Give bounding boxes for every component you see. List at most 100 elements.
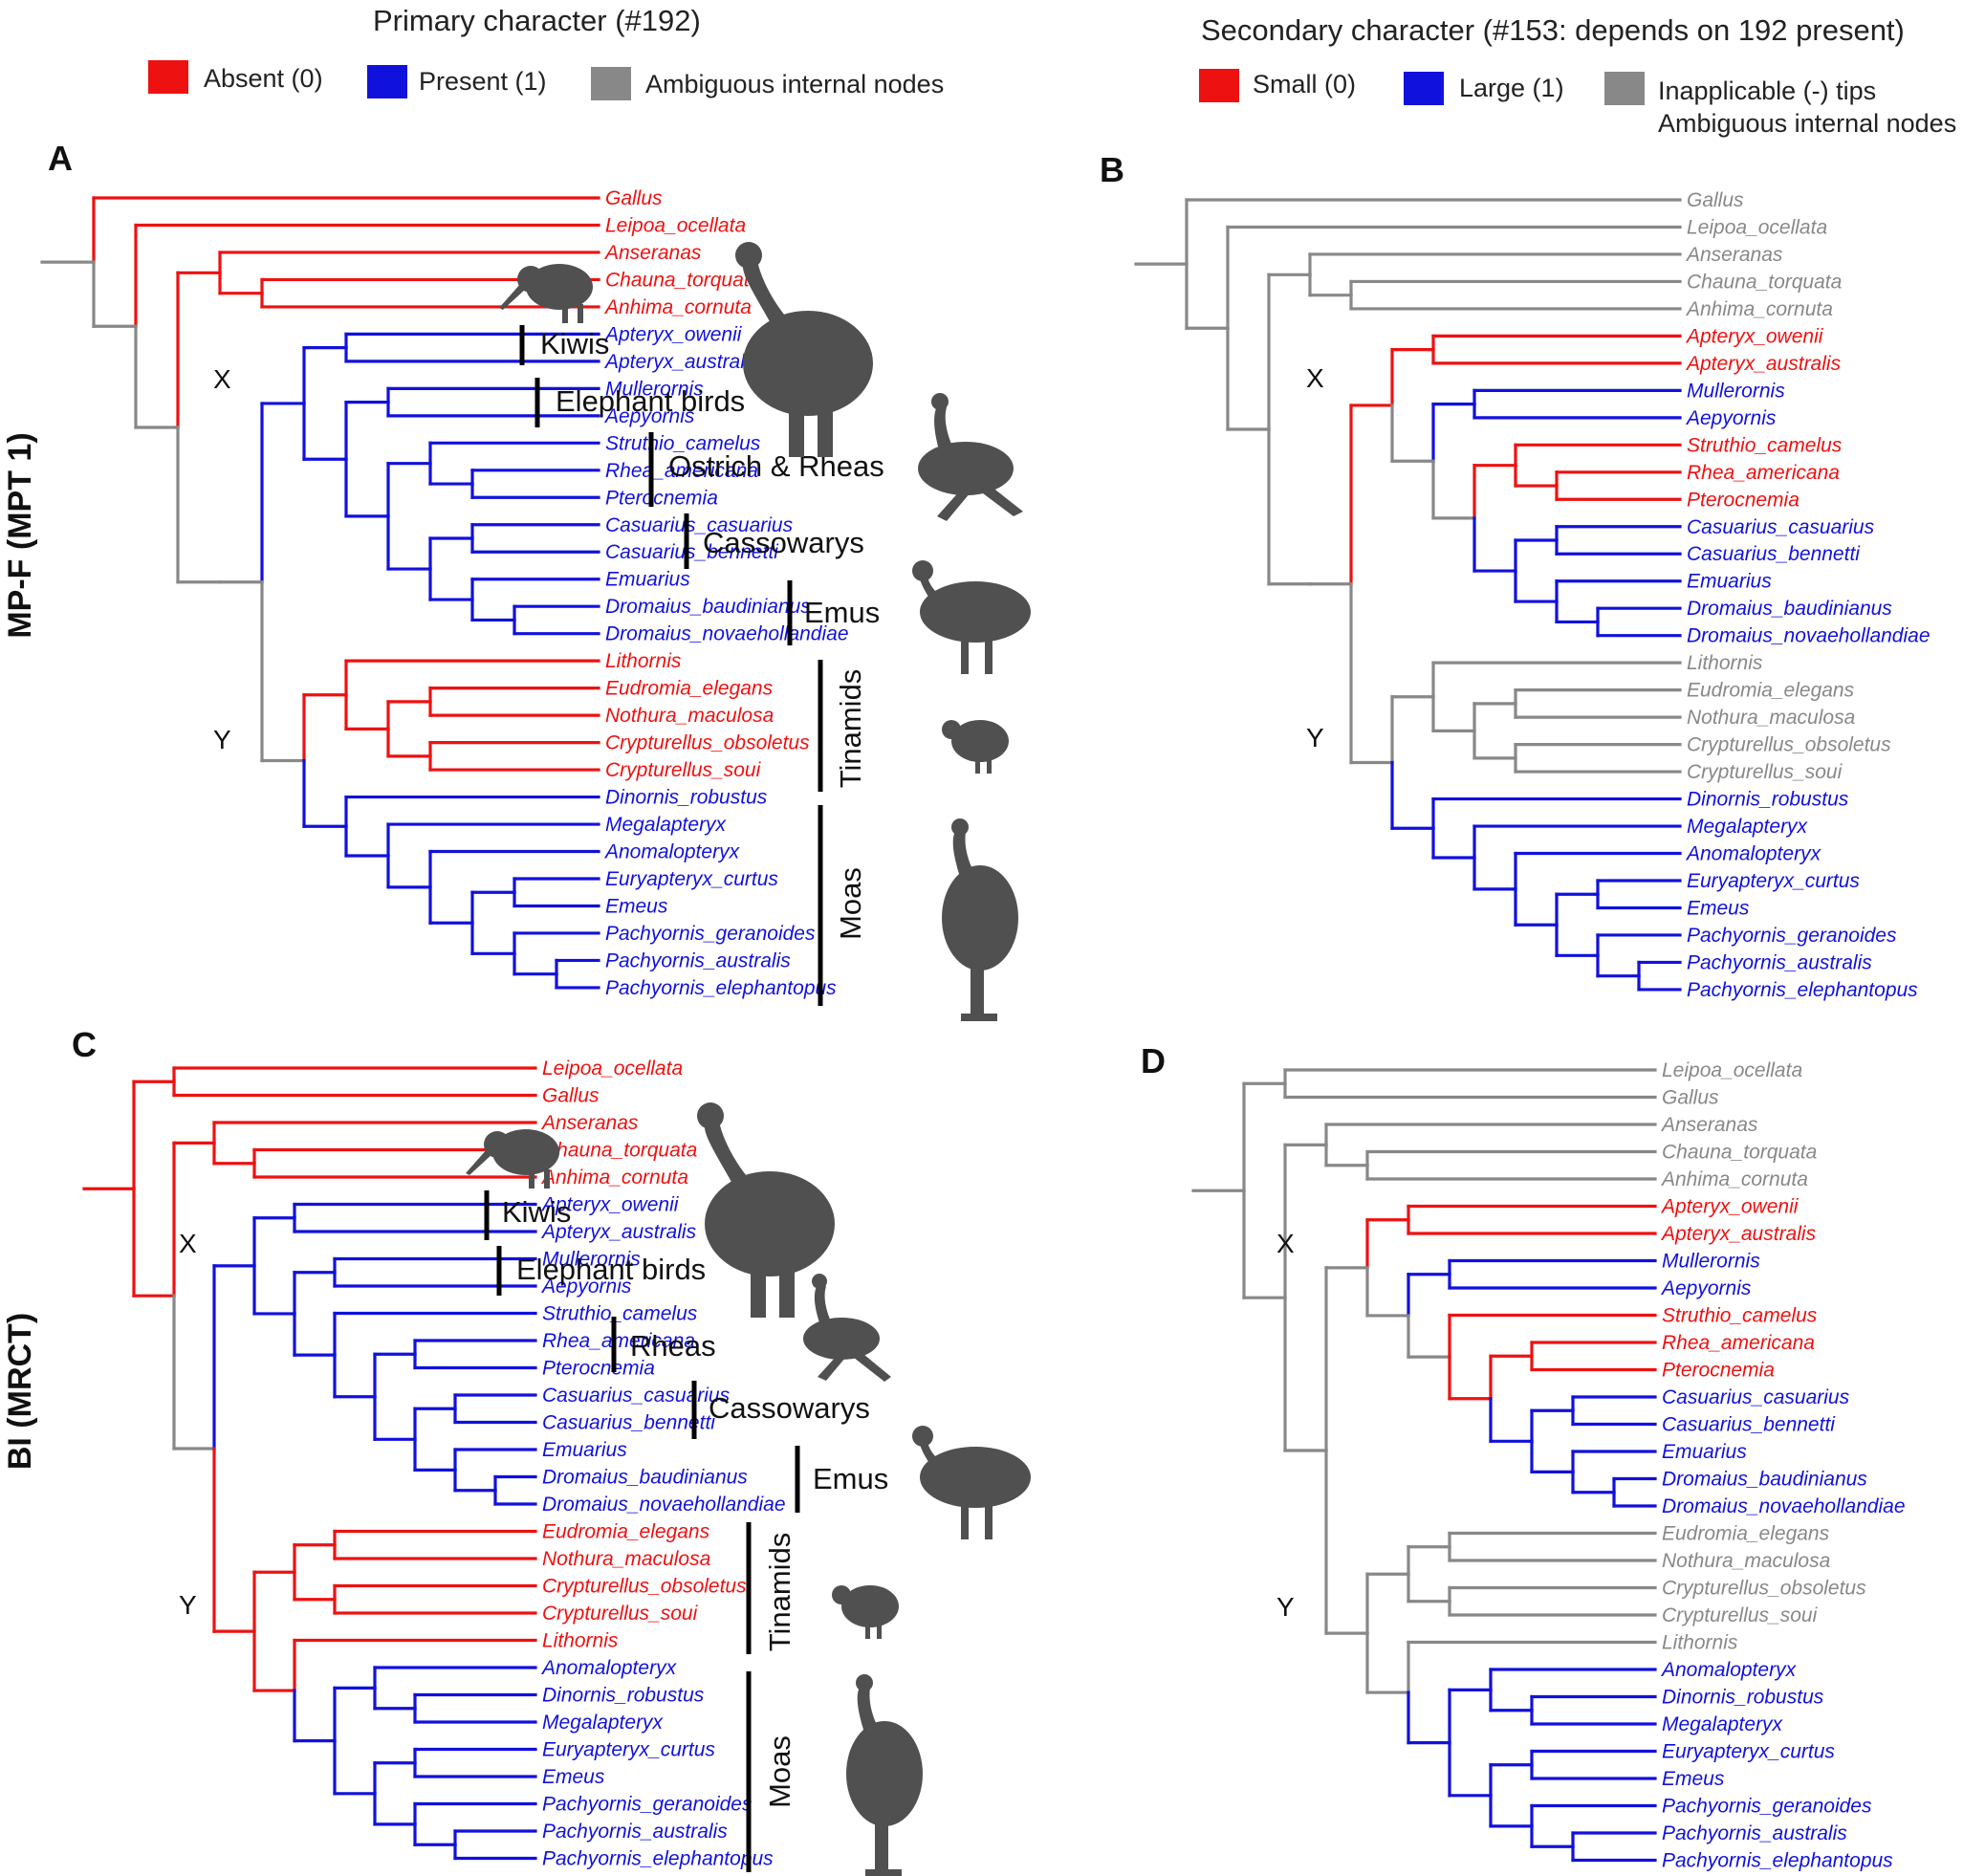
taxon-label: Nothura_maculosa [1662,1550,1830,1572]
taxon-label: Casuarius_bennetti [605,541,779,563]
taxon-label: Struthio_camelus [1687,434,1843,456]
emu-silhouette [912,560,1031,674]
taxon-label: Rhea_americana [605,460,758,482]
taxon-label: Eudromia_elegans [542,1521,710,1543]
taxon-label: Chauna_torquata [542,1140,697,1162]
taxon-label: Casuarius_casuarius [542,1385,731,1407]
clade-label-emus-c: Emus [813,1462,888,1495]
taxon-label: Crypturellus_soui [1687,761,1843,783]
legend-label-large: Large (1) [1459,74,1564,102]
taxon-label: Megalapteryx [1687,816,1809,838]
taxon-label: Mullerornis [542,1249,641,1271]
taxon-label: Emuarius [1662,1441,1747,1463]
taxon-label: Euryapteryx_curtus [605,868,778,890]
taxon-label: Aepyornis [1660,1277,1752,1299]
taxon-label: Anseranas [540,1112,639,1134]
tree-panel-d: Leipoa_ocellataGallusAnseranasChauna_tor… [1191,1059,1906,1872]
clade-label-tinamids: Tinamids [834,669,867,789]
taxon-label: Dromaius_baudinianus [1687,598,1892,620]
taxon-label: Dinornis_robustus [1662,1687,1824,1709]
taxon-label: Pterocnemia [1662,1360,1775,1382]
taxon-label: Struthio_camelus [605,432,761,454]
taxon-label: Mullerornis [1687,380,1785,402]
taxon-label: Megalapteryx [605,814,728,836]
taxon-label: Casuarius_casuarius [605,514,794,536]
clade-label-kiwis-c: Kiwis [502,1195,571,1229]
moa-silhouette [942,818,1018,1021]
taxon-label: Emuarius [542,1439,627,1461]
emu-silhouette-c [912,1426,1031,1539]
taxon-label: Eudromia_elegans [1687,680,1855,702]
taxon-label: Crypturellus_obsoletus [1687,734,1891,756]
clade-label-elephant-birds: Elephant birds [556,384,745,418]
clade-label-cassowarys-c: Cassowarys [709,1391,870,1425]
legend-swatch-large [1404,72,1444,105]
tree-panel-b: GallusLeipoa_ocellataAnseranasChauna_tor… [1134,189,1930,1001]
taxon-label: Pachyornis_elephantopus [1687,979,1918,1001]
taxon-label: Leipoa_ocellata [1662,1059,1802,1081]
legend-swatch-inapplicable [1604,72,1645,105]
tinamou-silhouette [942,720,1009,774]
taxon-label: Chauna_torquata [1662,1142,1817,1164]
taxon-label: Crypturellus_soui [605,759,762,781]
taxon-label: Leipoa_ocellata [1687,216,1827,238]
taxon-label: Aepyornis [603,405,695,427]
taxon-label: Anhima_cornuta [1660,1168,1808,1190]
node-label-x-a: X [213,364,231,394]
clade-label-cassowarys: Cassowarys [703,526,864,559]
elephant-bird-silhouette [735,242,873,457]
elephant-bird-silhouette-c [697,1102,835,1318]
taxon-label: Lithornis [1662,1632,1738,1654]
taxon-label: Dinornis_robustus [1687,789,1849,811]
taxon-label: Gallus [1687,189,1744,211]
node-label-y-d: Y [1276,1592,1295,1622]
taxon-label: Crypturellus_obsoletus [542,1576,747,1598]
taxon-label: Crypturellus_obsoletus [605,732,810,754]
taxon-label: Pachyornis_elephantopus [542,1848,774,1870]
taxon-label: Emeus [542,1766,605,1788]
taxon-label: Rhea_americana [1662,1332,1815,1354]
taxon-label: Emuarius [605,569,690,591]
node-label-y-b: Y [1306,723,1324,753]
side-label-bottom: BI (MRCT) [2,1313,38,1470]
clade-label-kiwis: Kiwis [540,327,609,360]
clade-label-tinamids-c: Tinamids [763,1533,796,1652]
node-label-y-a: Y [213,725,231,754]
taxon-label: Dromaius_baudinianus [605,596,811,618]
taxon-label: Megalapteryx [1662,1713,1784,1735]
taxon-label: Pachyornis_geranoides [542,1794,753,1816]
panel-letter-d: D [1141,1041,1166,1080]
taxon-label: Anomalopteryx [1685,843,1822,865]
taxon-label: Casuarius_bennetti [1662,1414,1836,1436]
taxon-label: Dromaius_novaehollandiae [1662,1495,1906,1517]
taxon-label: Mullerornis [1662,1251,1760,1273]
clade-label-moas-c: Moas [763,1735,796,1808]
taxon-label: Apteryx_australis [1660,1223,1817,1245]
taxon-label: Anhima_cornuta [540,1167,688,1189]
taxon-label: Casuarius_casuarius [1662,1386,1850,1408]
legend-label-inapplicable: Inapplicable (-) tips [1658,76,1876,105]
panel-letter-b: B [1100,150,1124,189]
taxon-label: Pachyornis_elephantopus [1662,1850,1893,1872]
taxon-label: Gallus [542,1085,600,1107]
panel-letter-c: C [72,1025,97,1064]
clade-annotations-a: Kiwis Elephant birds Ostrich & Rheas Cas… [519,325,884,1006]
taxon-label: Emuarius [1687,571,1772,593]
taxon-label: Dromaius_baudinianus [1662,1469,1867,1491]
taxon-label: Euryapteryx_curtus [1687,870,1860,892]
legend-label-present: Present (1) [419,67,547,96]
taxon-label: Dinornis_robustus [605,787,768,809]
taxon-label: Gallus [605,187,663,209]
taxon-label: Apteryx_australis [1685,353,1842,375]
taxon-label: Dromaius_novaehollandiae [542,1494,786,1516]
legend-primary: Absent (0) Present (1) Ambiguous interna… [148,60,944,100]
taxon-label: Emeus [1662,1768,1725,1790]
silhouettes-c [466,1102,1031,1876]
moa-silhouette-c [846,1674,923,1876]
panel-letter-a: A [48,139,73,178]
taxon-label: Anseranas [603,242,702,264]
taxon-label: Mullerornis [605,378,704,400]
taxon-label: Nothura_maculosa [1687,707,1855,729]
taxon-label: Euryapteryx_curtus [1662,1741,1835,1763]
tree-panel-a: GallusLeipoa_ocellataAnseranasChauna_tor… [40,187,849,999]
